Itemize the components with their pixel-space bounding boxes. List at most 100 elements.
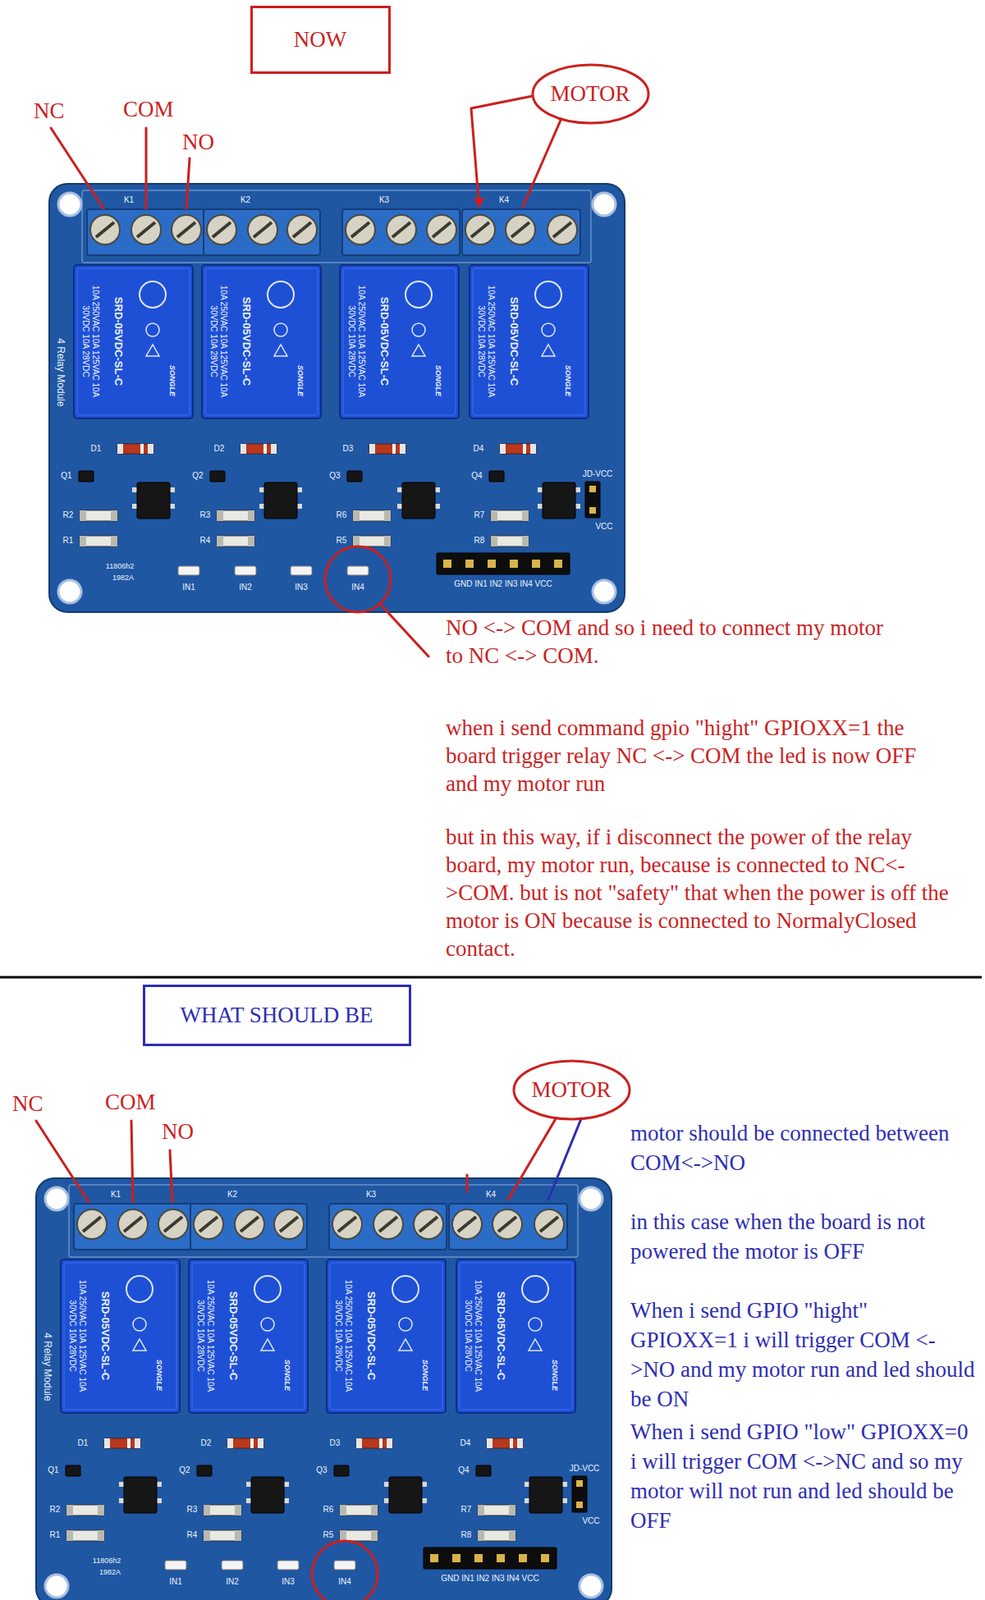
relay-logo xyxy=(139,281,166,308)
screw-slot xyxy=(177,222,196,238)
header-pin xyxy=(576,1480,583,1488)
opto-pin xyxy=(259,503,265,509)
resistor-end xyxy=(490,536,498,547)
opto-pin xyxy=(156,1498,162,1504)
silkscreen-text: D3 xyxy=(329,1438,341,1449)
diode-band xyxy=(250,1438,254,1449)
leader-line xyxy=(548,1118,582,1201)
terminal-screw xyxy=(345,215,376,245)
transistor xyxy=(197,1466,212,1477)
label-anchor: SONGLE xyxy=(296,365,305,397)
relay xyxy=(188,1259,308,1414)
silkscreen-text: K1 xyxy=(110,1190,121,1201)
opto-pin xyxy=(132,503,138,509)
resistor xyxy=(216,510,255,522)
screw-slot xyxy=(279,1217,298,1233)
resistor xyxy=(490,510,529,522)
resistor xyxy=(352,536,391,547)
terminal-screw xyxy=(274,1209,304,1240)
terminal-screw xyxy=(386,215,417,245)
resistor-end xyxy=(522,510,529,522)
label-anchor: R6 xyxy=(323,1505,335,1516)
header-pin xyxy=(518,1554,527,1563)
diode xyxy=(104,1438,141,1449)
note-text: NO <-> COM and so i need to connect my m… xyxy=(445,613,896,670)
screw-slot xyxy=(511,222,530,238)
opto-pin xyxy=(397,503,403,509)
mounting-hole xyxy=(579,1575,603,1599)
opto-pin xyxy=(435,503,440,509)
silkscreen-text: SRD-05VDC-SL-C xyxy=(365,1291,378,1381)
pcb xyxy=(36,1178,612,1600)
header-pin xyxy=(443,559,452,569)
diode-lead xyxy=(399,444,406,454)
note-text: when i send command gpio "hight" GPIOXX=… xyxy=(445,714,939,798)
resistor-end xyxy=(247,536,255,547)
label-anchor: IN4 xyxy=(338,1577,352,1588)
label-anchor: SONGLE xyxy=(283,1360,292,1392)
relay-edge xyxy=(77,268,190,416)
label-anchor: R8 xyxy=(474,536,486,546)
silkscreen-text: SONGLE xyxy=(550,1360,559,1392)
label-anchor: R8 xyxy=(461,1530,472,1541)
cert-mark xyxy=(398,1339,413,1352)
screw-slot xyxy=(82,1217,101,1233)
silkscreen-text: SONGLE xyxy=(168,365,177,397)
terminal-screw xyxy=(171,215,202,245)
note-text: When i send GPIO "hight" GPIOXX=1 i will… xyxy=(630,1296,979,1415)
silkscreen-text: R8 xyxy=(474,536,486,546)
label-anchor: K2 xyxy=(227,1190,238,1201)
opto-pin xyxy=(537,487,543,493)
silkscreen-text: Q2 xyxy=(178,1466,190,1476)
diode-lead xyxy=(356,1438,362,1449)
silkscreen-text: JD-VCC xyxy=(582,469,614,480)
opto-pin xyxy=(562,1498,568,1504)
resistor xyxy=(66,1505,105,1517)
screw-slot xyxy=(199,1217,218,1233)
label-anchor: GND IN1 IN2 IN3 IN4 VCC xyxy=(453,579,552,590)
resistor-end xyxy=(97,1505,105,1517)
label-anchor: Q4 xyxy=(458,1466,469,1476)
silkscreen-text: IN3 xyxy=(281,1577,295,1588)
resistor-end xyxy=(203,1530,211,1542)
terminal-label: NO xyxy=(161,1119,194,1146)
terminal-screw xyxy=(77,1209,107,1240)
label-anchor: K4 xyxy=(499,195,509,206)
label-anchor: IN1 xyxy=(182,582,196,593)
relay-edge xyxy=(64,1263,177,1411)
terminal-block xyxy=(87,209,205,256)
mounting-hole xyxy=(592,580,616,604)
cert-mark xyxy=(541,323,555,337)
terminal-screw xyxy=(90,215,120,245)
silkscreen-text: Q4 xyxy=(458,1466,469,1476)
silkscreen-text: Q4 xyxy=(471,471,482,482)
opto-pin xyxy=(297,503,303,509)
transistor xyxy=(489,471,504,482)
label-anchor: 10A 250VAC 10A 125VAC 10A 30VDC 10A 28VD… xyxy=(347,284,367,399)
separator-line xyxy=(0,976,982,980)
header-pin xyxy=(554,559,563,569)
silkscreen-text: 10A 250VAC 10A 125VAC 10A 30VDC 10A 28VD… xyxy=(347,284,367,399)
mounting-hole xyxy=(592,192,616,216)
cert-mark xyxy=(146,344,160,357)
relay-board xyxy=(36,1178,612,1600)
optocoupler xyxy=(389,1477,422,1514)
note-text: but in this way, if i disconnect the pow… xyxy=(445,823,955,963)
label-anchor: 10A 250VAC 10A 125VAC 10A 30VDC 10A 28VD… xyxy=(209,284,229,399)
relay xyxy=(469,265,589,419)
mounting-hole xyxy=(45,1187,69,1211)
silkscreen-text: 11806h2 xyxy=(105,562,134,571)
silkscreen-text: K2 xyxy=(227,1190,238,1201)
terminal-screw xyxy=(534,1209,564,1240)
optocoupler xyxy=(137,482,170,519)
screw-slot xyxy=(471,222,490,238)
silkscreen-text: R3 xyxy=(200,510,211,521)
resistor-end xyxy=(110,536,118,547)
cert-mark xyxy=(261,1339,275,1352)
label-anchor: IN2 xyxy=(225,1577,239,1588)
relay xyxy=(60,1259,180,1414)
resistor-end xyxy=(477,1530,485,1542)
opto-pin xyxy=(421,1498,427,1504)
optocoupler xyxy=(542,482,576,519)
diode-lead xyxy=(117,444,124,454)
